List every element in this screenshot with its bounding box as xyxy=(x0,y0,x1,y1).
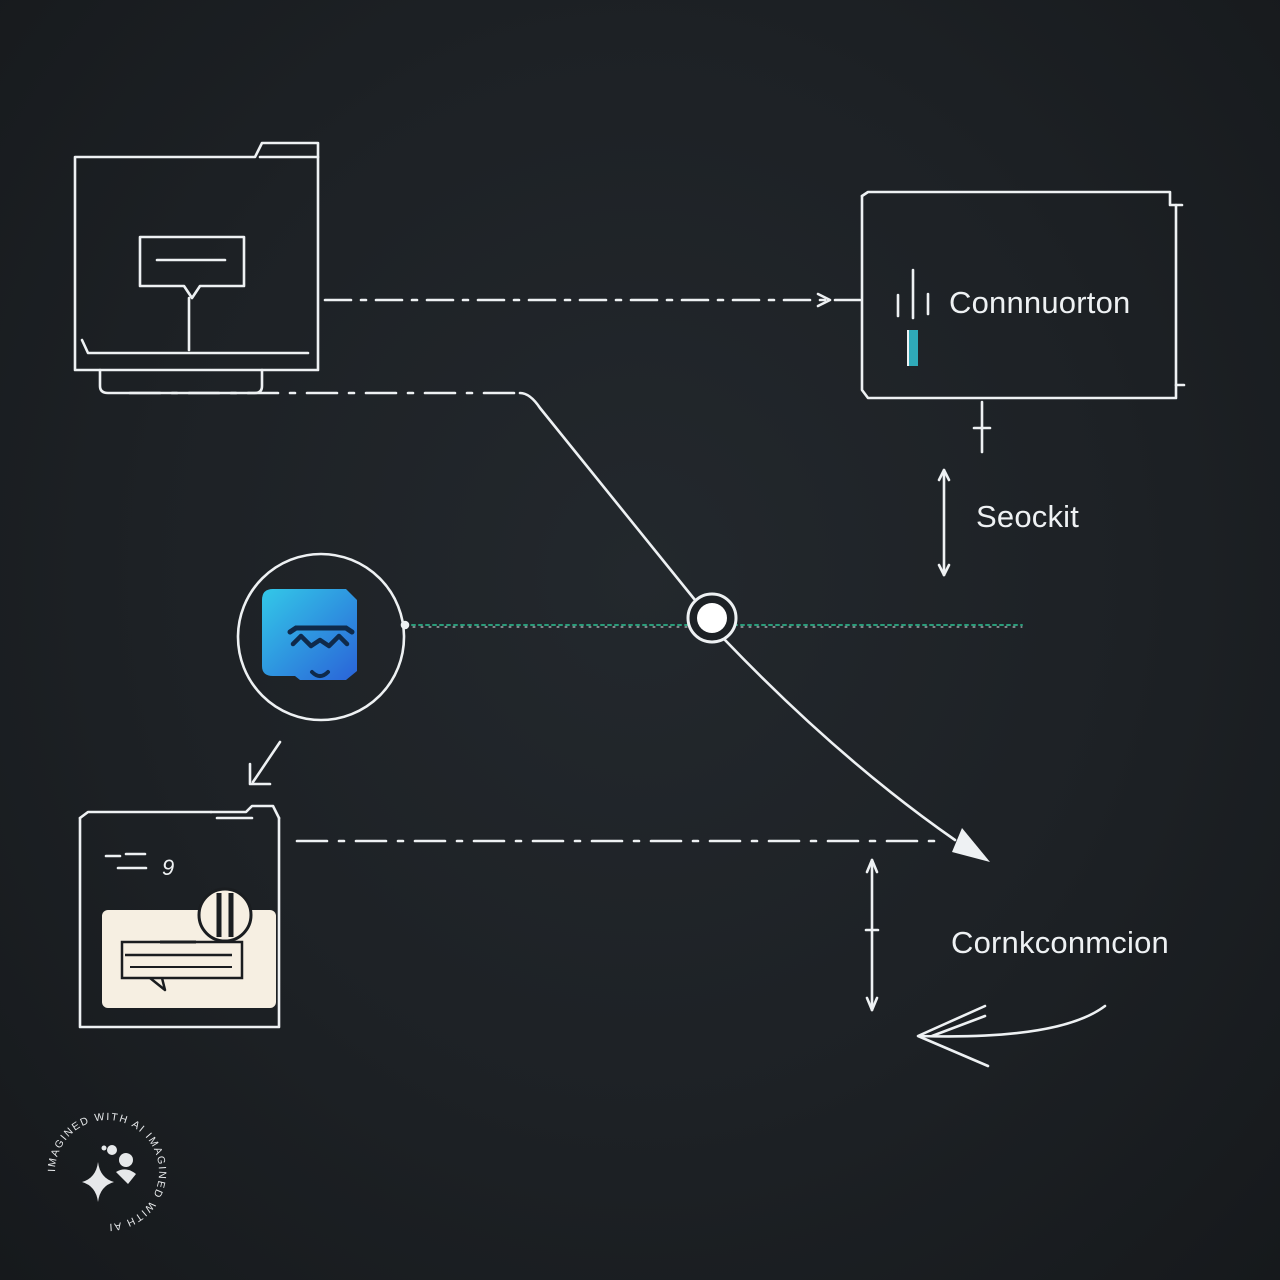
vertical-connector-bottom xyxy=(864,858,880,1012)
watermark-badge: IMAGINED WITH AI IMAGINED WITH AI xyxy=(46,1111,168,1233)
shield-icon xyxy=(197,887,253,943)
status-bar xyxy=(909,330,918,366)
chat-bubble-icon xyxy=(138,235,246,352)
arrow-head-main xyxy=(952,828,990,862)
label-socket: Seockit xyxy=(976,499,1079,534)
bot-circle xyxy=(236,552,406,722)
return-arrow-icon xyxy=(916,1004,1107,1068)
connection-indicator-icon xyxy=(896,268,930,320)
arrow-head-top xyxy=(816,292,832,308)
browser-window-icon xyxy=(73,141,320,395)
app-window-icon xyxy=(78,804,281,1029)
curved-connector-lower xyxy=(723,638,957,842)
label-connection-bottom: Cornkconmcion xyxy=(951,925,1169,960)
server-panel-icon xyxy=(860,190,1186,400)
socket-bracket-icon xyxy=(937,468,951,577)
sparkle-people-icon xyxy=(82,1145,136,1202)
label-connection-top: Connnuorton xyxy=(949,285,1130,320)
chat-bot-icon xyxy=(262,589,357,680)
node-circle-icon xyxy=(686,592,738,644)
arrow-down-left-icon xyxy=(248,740,282,786)
app-window-glyph: 9 xyxy=(162,855,174,880)
curved-connector xyxy=(518,391,697,602)
watermark-text: IMAGINED WITH AI IMAGINED WITH AI xyxy=(46,1111,168,1233)
vertical-connector-top xyxy=(972,400,992,454)
